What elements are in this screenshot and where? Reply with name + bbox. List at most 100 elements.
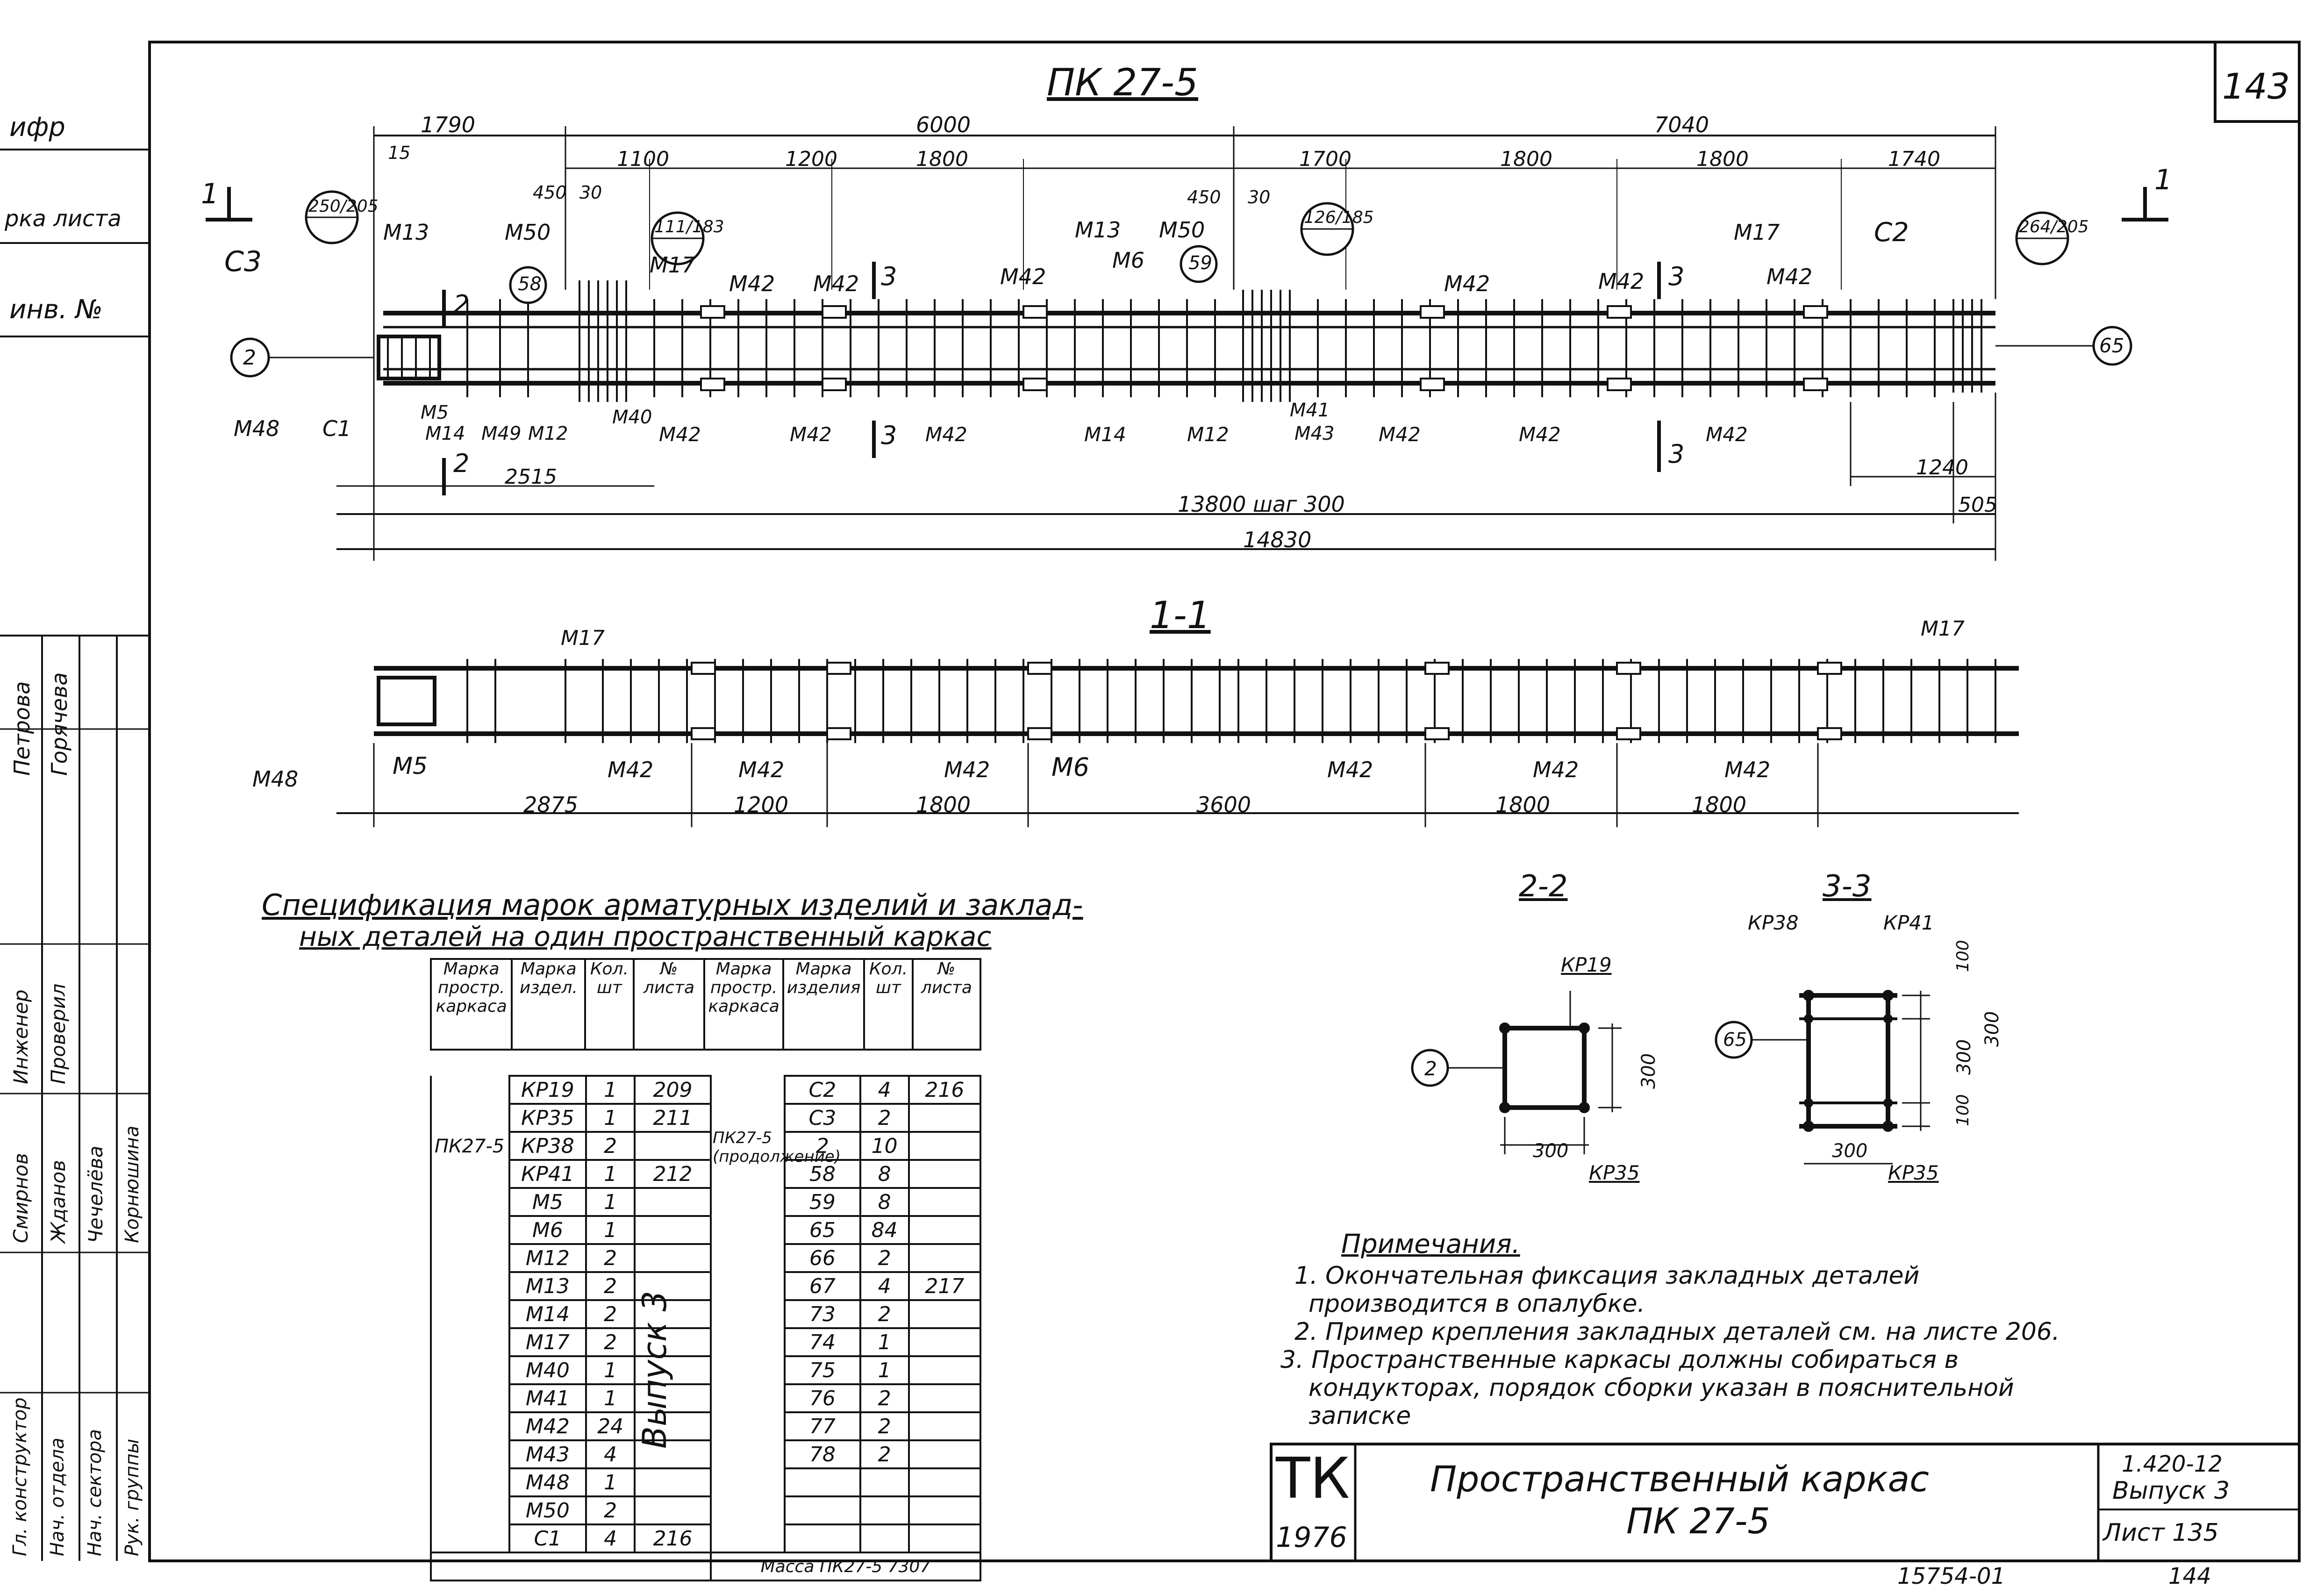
callout-59: 59 [1188, 252, 1212, 274]
sidebar-label-cipher: ифр [9, 112, 65, 143]
spec-cell-left-qty: 2 [585, 1271, 636, 1301]
spec-cell-left-item: КР35 [508, 1103, 587, 1133]
tb-sheet: Лист 135 [2103, 1519, 2219, 1547]
spec-cell-right-qty: 8 [859, 1187, 910, 1217]
section-mark-3c: 3 [1668, 262, 1685, 291]
spec-cell-right-item: 76 [784, 1383, 861, 1413]
spec-cell-left-sheet [634, 1355, 712, 1385]
spec-cell-right-item: С2 [784, 1075, 861, 1105]
axis-right-label: 65 [2099, 334, 2124, 357]
plan-label-m42j: М42 [1379, 423, 1421, 446]
spec-cell-frame [430, 1244, 510, 1272]
spec-cell-right-item: 66 [784, 1243, 861, 1273]
spec-title-line1: Спецификация марок арматурных изделий и … [262, 888, 1083, 922]
section-11-label-m42c: М42 [944, 757, 990, 782]
section-11-label-m6: М6 [1051, 752, 1089, 782]
spec-cell-left-item: С1 [508, 1523, 587, 1553]
plan-label-c3: С3 [224, 245, 262, 278]
spec-cell-left-item: КР19 [508, 1075, 587, 1105]
section-11-label-m17b: М17 [1921, 617, 1965, 641]
section-33-label-kr41: КР41 [1883, 911, 1934, 934]
section-11-label-m42f: М42 [1724, 757, 1771, 782]
plan-label-c2: С2 [1874, 217, 1909, 248]
spec-left-frame-mark: ПК27-5 [435, 1136, 505, 1157]
spec-cell-right-sheet [908, 1299, 982, 1329]
spec-cell-right-item [784, 1523, 861, 1553]
spec-header-sheet-2: № листа [911, 958, 982, 1051]
spec-cell-right-sheet [908, 1467, 982, 1497]
spec-cell-right-sheet [908, 1523, 982, 1553]
spec-cell-frame-2 [709, 1412, 786, 1440]
plan-label-m42g: М42 [659, 423, 701, 446]
sidebar-label-sheet-mark: рка листа [5, 206, 122, 232]
section-11-dim-3600: 3600 [1196, 792, 1251, 817]
spec-cell-left-item: КР41 [508, 1159, 587, 1189]
notes-line-6: записке [1309, 1402, 1411, 1430]
spec-cell-right-item: 67 [784, 1271, 861, 1301]
spec-cell-frame-2 [709, 1188, 786, 1216]
spec-cell-left-qty: 1 [585, 1355, 636, 1385]
spec-cell-right-sheet [908, 1327, 982, 1357]
spec-cell-right-item: 59 [784, 1187, 861, 1217]
plan-label-m42e: М42 [1598, 269, 1645, 294]
spec-cell-right-sheet: 217 [908, 1271, 982, 1301]
spec-cell-left-sheet [634, 1383, 712, 1413]
spec-cell-left-qty: 1 [585, 1383, 636, 1413]
spec-cell-frame [430, 1076, 510, 1104]
spec-cell-left-qty: 2 [585, 1495, 636, 1525]
callout-126-185: 126/185 [1304, 208, 1374, 227]
spec-header-item-mark-2: Марка изделия [782, 958, 865, 1051]
plan-dim-505: 505 [1958, 493, 1997, 517]
plan-label-m12b: М12 [1187, 423, 1229, 446]
spec-cell-right-item: 78 [784, 1439, 861, 1469]
callout-111-183: 111/183 [654, 217, 724, 236]
plan-dim-1800b: 1800 [1500, 147, 1552, 171]
plan-dim-1790: 1790 [421, 112, 476, 137]
spec-cell-right-item: 73 [784, 1299, 861, 1329]
spec-cell-left-item: М14 [508, 1299, 587, 1329]
spec-cell-left-sheet [634, 1467, 712, 1497]
spec-cell-right-sheet [908, 1355, 982, 1385]
spec-header-frame-mark-2: Марка простр. каркаса [703, 958, 784, 1051]
spec-cell-frame [430, 1160, 510, 1188]
plan-dim-1800a: 1800 [916, 147, 968, 171]
plan-label-m42c: М42 [1000, 264, 1046, 289]
spec-cell-left-sheet [634, 1187, 712, 1217]
section-33-dim-100a: 100 [1953, 940, 1973, 972]
axis-left-label: 2 [243, 346, 256, 370]
spec-cell-right-item: С3 [784, 1103, 861, 1133]
spec-cell-frame [430, 1496, 510, 1524]
spec-cell-right-item: 77 [784, 1411, 861, 1441]
spec-cell-right-item: 58 [784, 1159, 861, 1189]
spec-cell-left-sheet [634, 1411, 712, 1441]
spec-title-line2: ных деталей на один пространственный кар… [299, 921, 992, 952]
main-title: ПК 27-5 [1047, 61, 1198, 104]
callout-264-205: 264/205 [2019, 217, 2089, 236]
spec-cell-left-item: М17 [508, 1327, 587, 1357]
plan-label-m42k: М42 [1519, 423, 1561, 446]
spec-cell-right-qty: 1 [859, 1355, 910, 1385]
spec-cell-frame-2 [709, 1272, 786, 1300]
spec-header-item-mark: Марка издел. [511, 958, 586, 1051]
section-11-title: 1-1 [1150, 594, 1211, 637]
spec-empty [430, 1552, 712, 1581]
section-11-dim-1800b: 1800 [1495, 792, 1551, 817]
plan-label-m17a: М17 [650, 252, 696, 278]
plan-label-m50a: М50 [505, 220, 551, 245]
section-11-label-m42a: М42 [608, 757, 654, 782]
spec-cell-left-sheet [634, 1439, 712, 1469]
section-11-dim-2875: 2875 [523, 792, 579, 817]
spec-cell-right-qty: 2 [859, 1103, 910, 1133]
notes-line-2: производится в опалубке. [1309, 1290, 1645, 1318]
spec-cell-left-sheet: 209 [634, 1075, 712, 1105]
callout-250-205: 250/205 [308, 197, 379, 216]
spec-cell-left-item: М40 [508, 1355, 587, 1385]
section-33-axis: 65 [1723, 1029, 1747, 1051]
section-11-view [336, 659, 2019, 827]
spec-cell-frame-2 [709, 1076, 786, 1104]
spec-cell-left-item: М50 [508, 1495, 587, 1525]
